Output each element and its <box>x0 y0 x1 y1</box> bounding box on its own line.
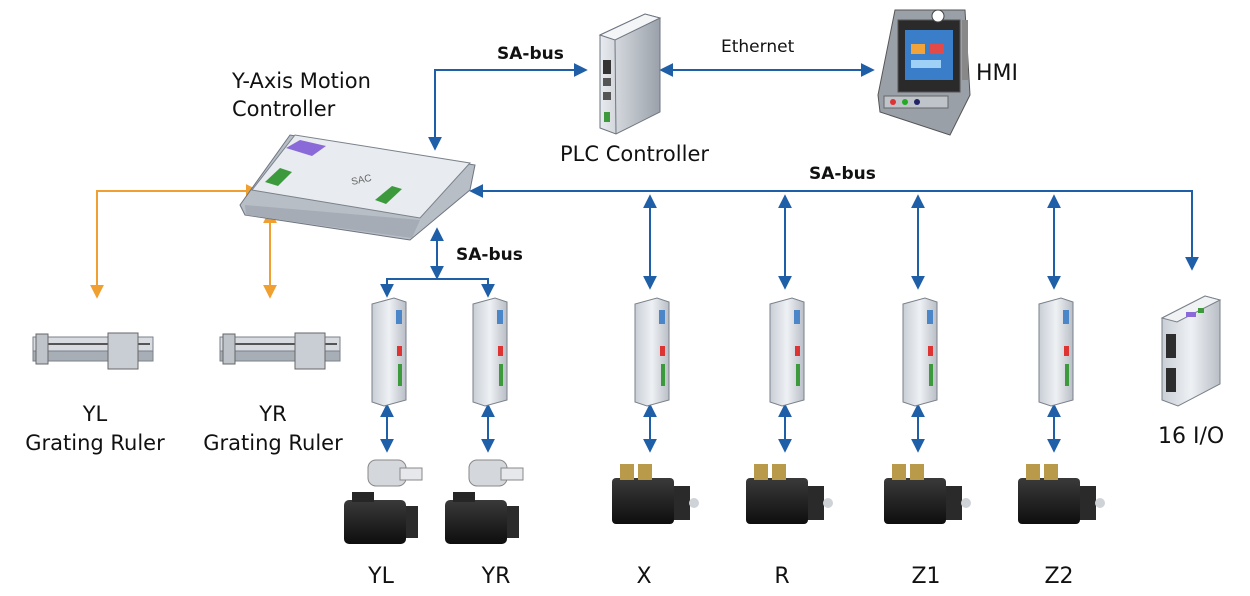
motor-r <box>746 464 833 524</box>
servo-drive-z2 <box>1038 297 1074 407</box>
grating-ruler-yl-name: YL <box>82 402 108 426</box>
grating-ruler-yl-device <box>32 332 154 370</box>
grating-ruler-yl-desc: Grating Ruler <box>25 431 165 455</box>
motor-x <box>612 464 699 524</box>
drive-motor-links <box>380 403 1061 453</box>
servo-drive-yr <box>472 297 508 407</box>
sa-bus-main-label: SA-bus <box>809 164 876 184</box>
sa-bus-top-label: SA-bus <box>497 44 564 64</box>
sa-bus-y-label: SA-bus <box>456 245 523 265</box>
sa-bus-top-line <box>428 63 588 151</box>
sa-bus-y-line <box>380 227 495 298</box>
plc-controller-label: PLC Controller <box>560 142 709 166</box>
axis-label-r: R <box>774 564 790 589</box>
axis-label-z1: Z1 <box>911 564 941 589</box>
grating-ruler-yr-desc: Grating Ruler <box>203 431 343 455</box>
hmi-label: HMI <box>976 61 1019 86</box>
y-axis-controller-label-line2: Controller <box>232 97 336 121</box>
axis-label-x: X <box>636 564 652 589</box>
y-axis-motion-controller-device: SAC <box>239 134 476 241</box>
servo-drive-yl <box>371 297 407 407</box>
sa-bus-main-line <box>469 184 1199 271</box>
io-module-device <box>1160 295 1222 407</box>
grating-ruler-yl-label: YL Grating Ruler <box>20 400 170 458</box>
svg-text:SAC: SAC <box>350 173 372 188</box>
axis-label-yl: YL <box>368 564 394 589</box>
axis-label-z2: Z2 <box>1044 564 1074 589</box>
motor-yl <box>344 459 423 544</box>
plc-controller-device <box>598 13 662 135</box>
motor-yr <box>445 459 524 544</box>
grating-ruler-yr-label: YR Grating Ruler <box>198 400 348 458</box>
grating-ruler-yr-name: YR <box>259 402 287 426</box>
y-axis-controller-label-line1: Y-Axis Motion <box>232 69 371 93</box>
grating-ruler-yr-device <box>219 332 341 370</box>
servo-drive-x <box>634 297 670 407</box>
servo-drive-r <box>769 297 805 407</box>
io-module-label: 16 I/O <box>1158 424 1225 449</box>
y-axis-controller-label: Y-Axis Motion Controller <box>232 67 371 123</box>
motor-z1 <box>884 464 971 524</box>
hmi-device <box>877 9 971 136</box>
grating-line-yl <box>90 184 260 299</box>
motor-z2 <box>1018 464 1105 524</box>
axis-label-yr: YR <box>481 564 511 589</box>
servo-drive-z1 <box>902 297 938 407</box>
ethernet-label: Ethernet <box>721 37 795 57</box>
